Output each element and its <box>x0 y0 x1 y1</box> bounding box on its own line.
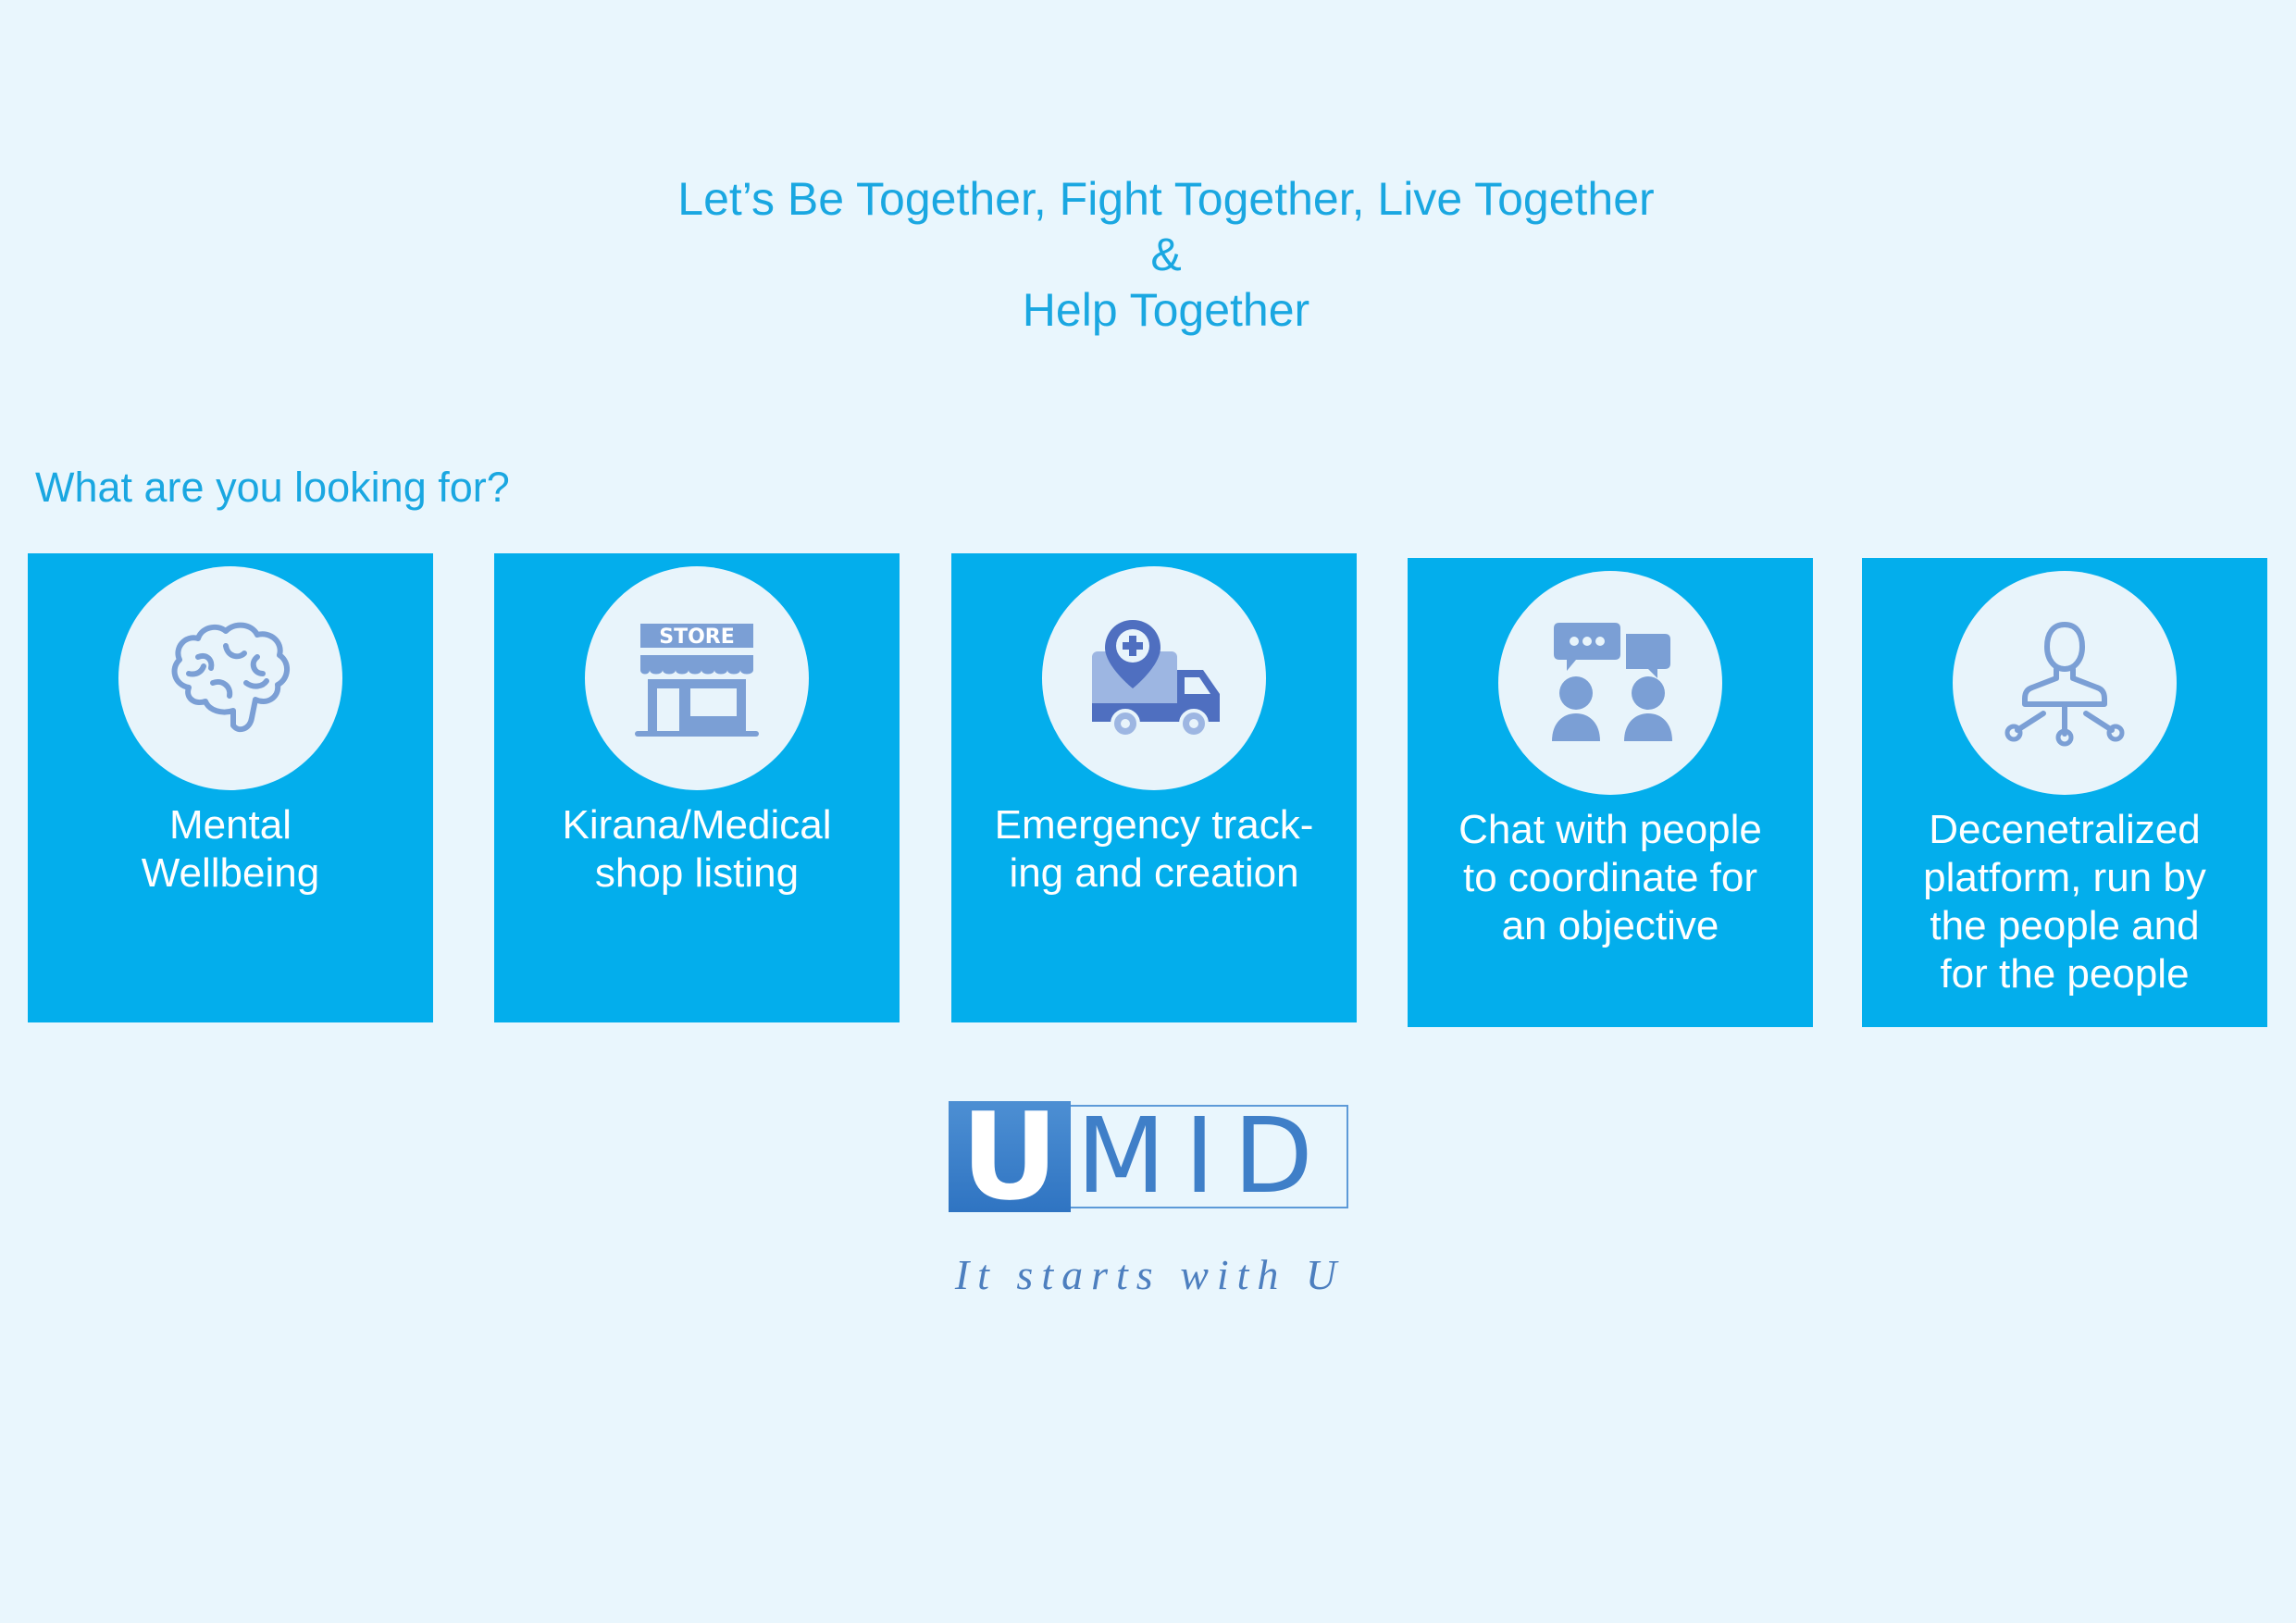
headline-ampersand: & <box>1150 229 1182 280</box>
card-icon-circle <box>1953 571 2177 795</box>
card-icon-circle <box>118 566 342 790</box>
card-label-line-1: Emergency track- <box>994 802 1314 848</box>
card-label: Decenetralized platform, run by the peop… <box>1871 806 2258 998</box>
card-label-text: Kirana/Medical shop listing <box>562 802 832 896</box>
store-sign-text: STORE <box>659 626 735 649</box>
headline-line-1: Let’s Be Together, Fight Together, Live … <box>677 173 1655 225</box>
card-icon-circle: STORE <box>585 566 809 790</box>
umid-logo: U MID <box>949 1086 1351 1227</box>
user-network-icon <box>2004 622 2125 747</box>
section-question: What are you looking for? <box>35 464 510 511</box>
card-shop-listing[interactable]: STORE Kirana/Medical shop listing <box>494 553 900 1022</box>
card-label: Chat with people to coordinate for an ob… <box>1417 806 1804 950</box>
store-sign <box>640 624 753 648</box>
tagline: It starts with U <box>954 1251 1346 1298</box>
card-label: Emergency track- ing and creation <box>961 801 1347 898</box>
headline-line-3: Help Together <box>1022 284 1310 336</box>
card-icon-circle <box>1498 571 1722 795</box>
logo-u-letter: U <box>961 1086 1059 1227</box>
ambulance-truck-icon <box>1092 620 1220 738</box>
card-label-text: Chat with people to coordinate for an ob… <box>1458 807 1762 948</box>
logo-u-block <box>949 1101 1071 1212</box>
card-icon-circle <box>1042 566 1266 790</box>
store-icon: STORE <box>635 624 759 737</box>
card-chat-people[interactable]: Chat with people to coordinate for an ob… <box>1408 558 1813 1027</box>
card-emergency-tracking[interactable]: Emergency track- ing and creation <box>951 553 1357 1022</box>
headline: Let’s Be Together, Fight Together, Live … <box>0 171 2296 338</box>
card-label: Mental Wellbeing <box>37 801 424 898</box>
brain-icon <box>171 622 290 733</box>
card-mental-wellbeing[interactable]: Mental Wellbeing <box>28 553 433 1022</box>
card-decentralized-platform[interactable]: Decenetralized platform, run by the peop… <box>1862 558 2267 1027</box>
logo-outline-box <box>1071 1105 1348 1208</box>
card-label: Kirana/Medical shop listing <box>503 801 890 898</box>
card-label-text: Decenetralized platform, run by the peop… <box>1923 807 2206 997</box>
card-label-text: Mental Wellbeing <box>141 802 320 896</box>
card-label-line-2: ing and creation <box>1009 850 1299 896</box>
people-chat-icon <box>1552 623 1672 741</box>
logo-mid-text: MID <box>1076 1096 1332 1217</box>
